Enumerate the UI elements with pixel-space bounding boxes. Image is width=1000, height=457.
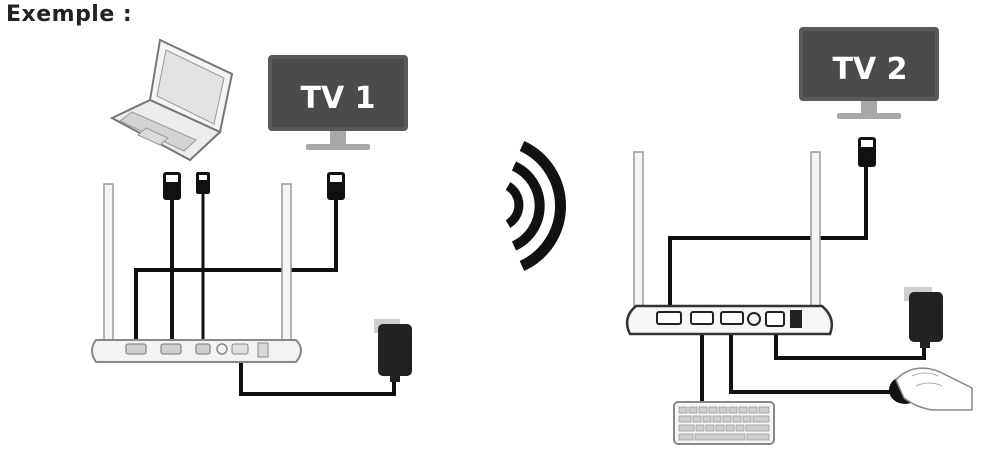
power-adapter-icon	[904, 287, 943, 348]
laptop-icon	[109, 38, 234, 162]
usb-plug-icon	[196, 172, 210, 194]
tv1-monitor: TV 1	[268, 55, 408, 150]
cable-power-left	[239, 352, 396, 396]
right-cables	[668, 166, 926, 404]
cable-hdmi-tv2	[668, 166, 868, 316]
mouse-hand-icon	[889, 367, 973, 411]
hdmi-plug-icon	[163, 172, 181, 200]
wireless-signal-icon	[505, 141, 566, 271]
router-icon	[625, 151, 833, 336]
cable-mouse	[729, 318, 896, 394]
router-icon	[91, 183, 302, 363]
power-adapter-icon	[374, 319, 412, 382]
example-heading: Exemple :	[6, 2, 133, 27]
hdmi-plug-icon	[858, 137, 876, 167]
tv1-label: TV 1	[301, 81, 376, 116]
cable-hdmi-tv1	[134, 198, 338, 343]
tv2-monitor: TV 2	[799, 27, 939, 119]
left-cables	[134, 192, 396, 396]
tv2-label: TV 2	[833, 52, 908, 87]
hdmi-plug-icon	[327, 172, 345, 200]
cable-power-right	[774, 324, 926, 360]
keyboard-icon	[673, 401, 775, 445]
